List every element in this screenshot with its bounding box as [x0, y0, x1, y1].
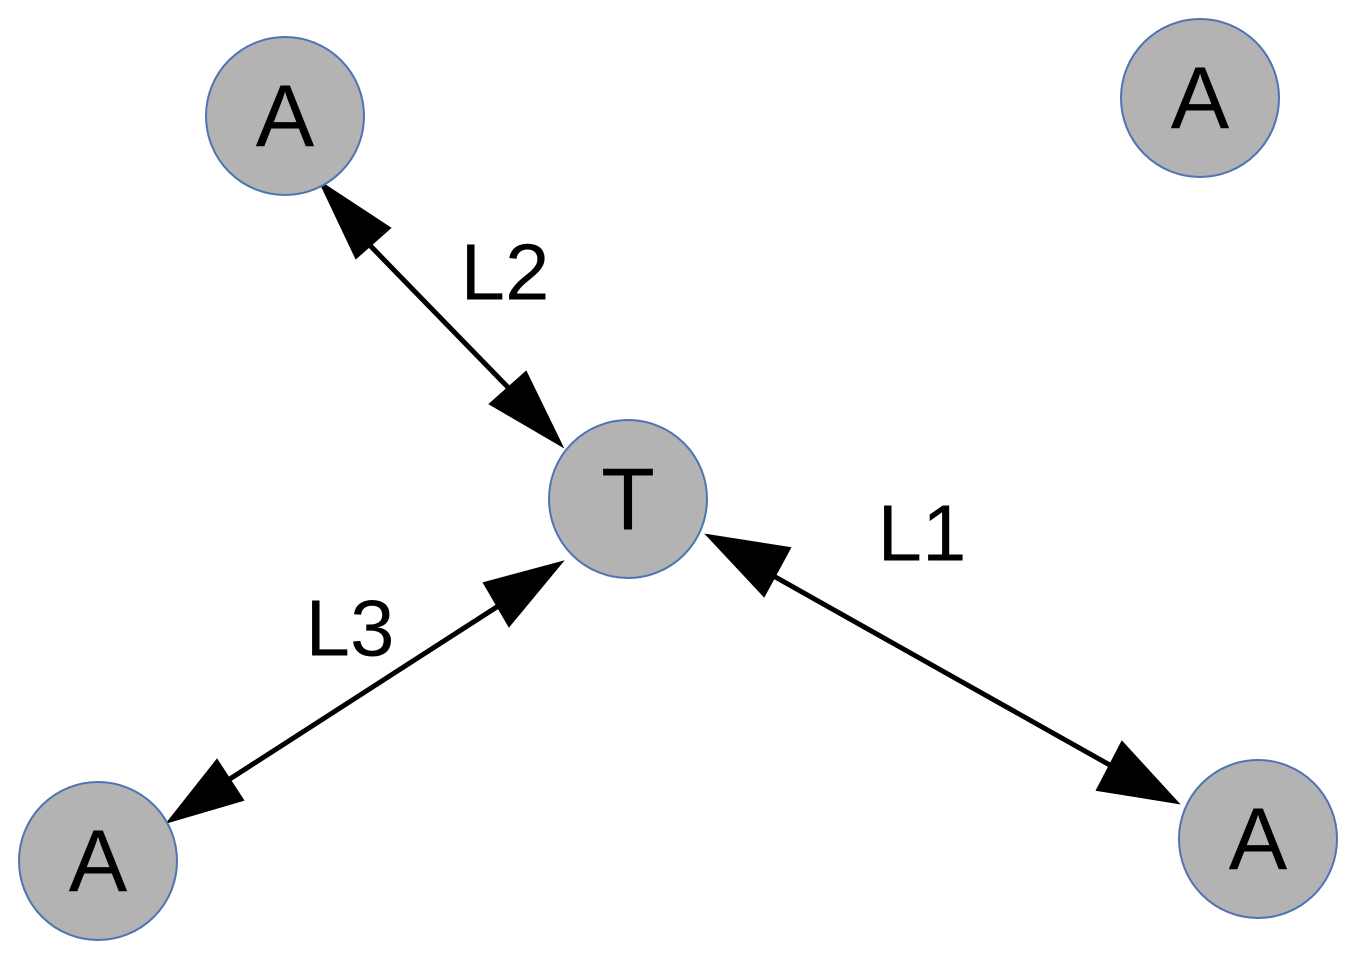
node-top-right-circle [1120, 18, 1280, 178]
node-bottom-left-circle [18, 781, 178, 941]
node-bottom-right[interactable]: A [1178, 759, 1338, 919]
node-center[interactable]: T [548, 419, 708, 579]
node-bottom-left-label: A [69, 812, 128, 911]
node-top-left-circle [205, 36, 365, 196]
edge-l3-arrow-end [482, 560, 565, 628]
edge-l2-label: L2 [461, 228, 550, 317]
edge-l2-arrow-start [317, 179, 392, 260]
edge-l1-arrow-end [1095, 740, 1181, 805]
edge-l1-line [743, 557, 1142, 785]
node-top-left[interactable]: A [205, 36, 365, 196]
edge-l3-arrow-start [165, 758, 245, 824]
edge-l3-label: L3 [306, 584, 395, 673]
node-bottom-right-label: A [1229, 790, 1288, 889]
edge-l1: L1 [704, 489, 1181, 805]
node-center-circle [548, 419, 708, 579]
edge-l1-label: L1 [878, 489, 967, 578]
node-top-right[interactable]: A [1120, 18, 1280, 178]
edge-l3-line [203, 589, 522, 798]
node-center-label: T [601, 450, 655, 549]
edge-l3: L3 [165, 560, 565, 824]
node-bottom-left[interactable]: A [18, 781, 178, 941]
edge-l2: L2 [317, 179, 565, 449]
edge-l2-arrow-end [488, 370, 565, 449]
node-bottom-right-circle [1178, 759, 1338, 919]
node-top-left-label: A [256, 67, 315, 166]
edge-l1-arrow-start [704, 533, 792, 598]
node-top-right-label: A [1171, 49, 1230, 148]
edge-l2-line [353, 228, 532, 412]
